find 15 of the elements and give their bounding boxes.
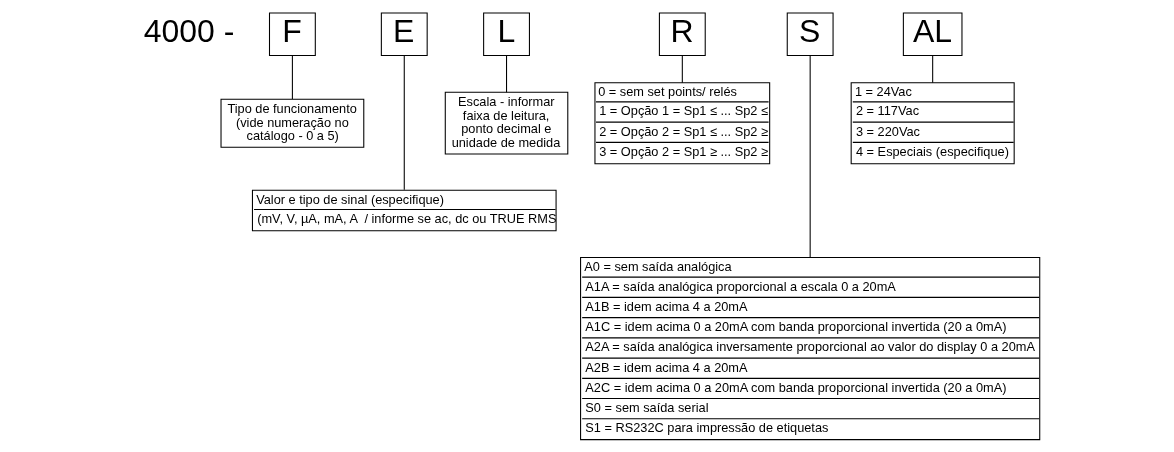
node-box: R — [658, 12, 706, 57]
connector — [505, 55, 507, 93]
node-box: AL — [902, 12, 962, 57]
connector — [931, 55, 933, 84]
node-box: Escala - informar faixa de leitura, ponto decimal e unidade de medida — [444, 91, 568, 155]
connector — [681, 55, 683, 84]
connector — [809, 55, 811, 258]
node-box: E — [380, 12, 428, 57]
connector — [403, 55, 405, 191]
node-box: F — [268, 12, 316, 57]
node-box: Tipo de funcionamento (vide numeração no catálogo - 0 a 5) — [220, 98, 364, 148]
connector — [291, 55, 293, 100]
node-box: S — [786, 12, 834, 57]
label: 4000 - — [143, 13, 234, 50]
node-box: L — [482, 12, 530, 57]
